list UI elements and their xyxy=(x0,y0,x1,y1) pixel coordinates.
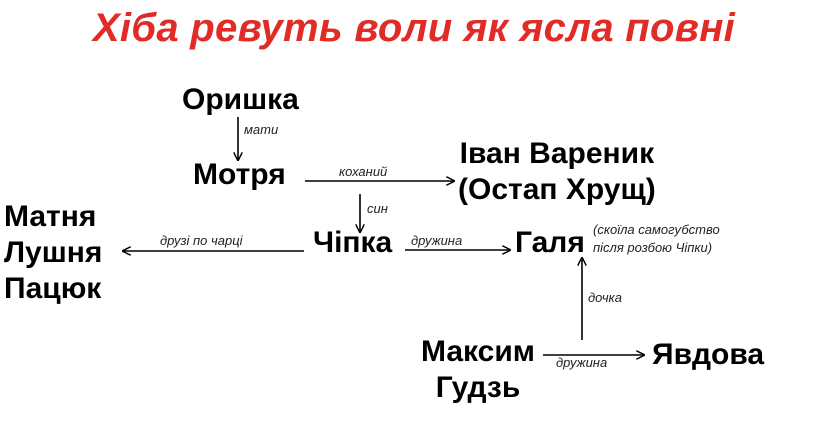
node-ivan: Іван Вареник (Остап Хрущ) xyxy=(458,136,656,208)
node-oryshka-name: Оришка xyxy=(182,83,299,116)
diagram-title: Хіба ревуть воли як ясла повні xyxy=(92,6,736,50)
edge-label-motria-chipka: син xyxy=(367,201,388,216)
halia-note: (скоїла самогубство після розбою Чіпки) xyxy=(593,221,720,257)
node-motria-name: Мотря xyxy=(193,158,286,191)
halia-note-line-1: (скоїла самогубство xyxy=(593,222,720,237)
edge-label-chipka-friends: друзі по чарці xyxy=(160,233,243,248)
edge-label-maksym-halia: дочка xyxy=(588,290,622,305)
node-ivan-alias: (Остап Хрущ) xyxy=(458,173,656,206)
node-halia: Галя xyxy=(515,225,585,261)
node-maksym-first: Максим xyxy=(421,335,535,368)
node-halia-name: Галя xyxy=(515,226,585,259)
node-chipka: Чіпка xyxy=(313,225,392,261)
edge-label-maksym-yavdova: дружина xyxy=(556,355,608,370)
node-oryshka: Оришка xyxy=(182,82,299,118)
node-yavdova: Явдова xyxy=(652,337,764,373)
node-chipka-name: Чіпка xyxy=(313,226,393,259)
node-friends-lushnia: Лушня xyxy=(4,236,103,269)
node-yavdova-name: Явдова xyxy=(652,338,765,371)
node-maksym: Максим Гудзь xyxy=(421,334,535,406)
node-motria: Мотря xyxy=(193,157,286,193)
node-maksym-last: Гудзь xyxy=(435,371,521,404)
edge-label-chipka-halia: дружина xyxy=(411,233,463,248)
halia-note-line-2: після розбою Чіпки) xyxy=(593,240,713,255)
edge-label-oryshka-motria: мати xyxy=(244,122,279,137)
edge-label-motria-ivan: коханий xyxy=(339,164,388,179)
node-friends-matnia: Матня xyxy=(4,200,97,233)
node-friends: Матня Лушня Пацюк xyxy=(4,199,102,307)
node-ivan-name: Іван Вареник xyxy=(459,137,655,170)
node-friends-patsiuk: Пацюк xyxy=(4,272,102,305)
